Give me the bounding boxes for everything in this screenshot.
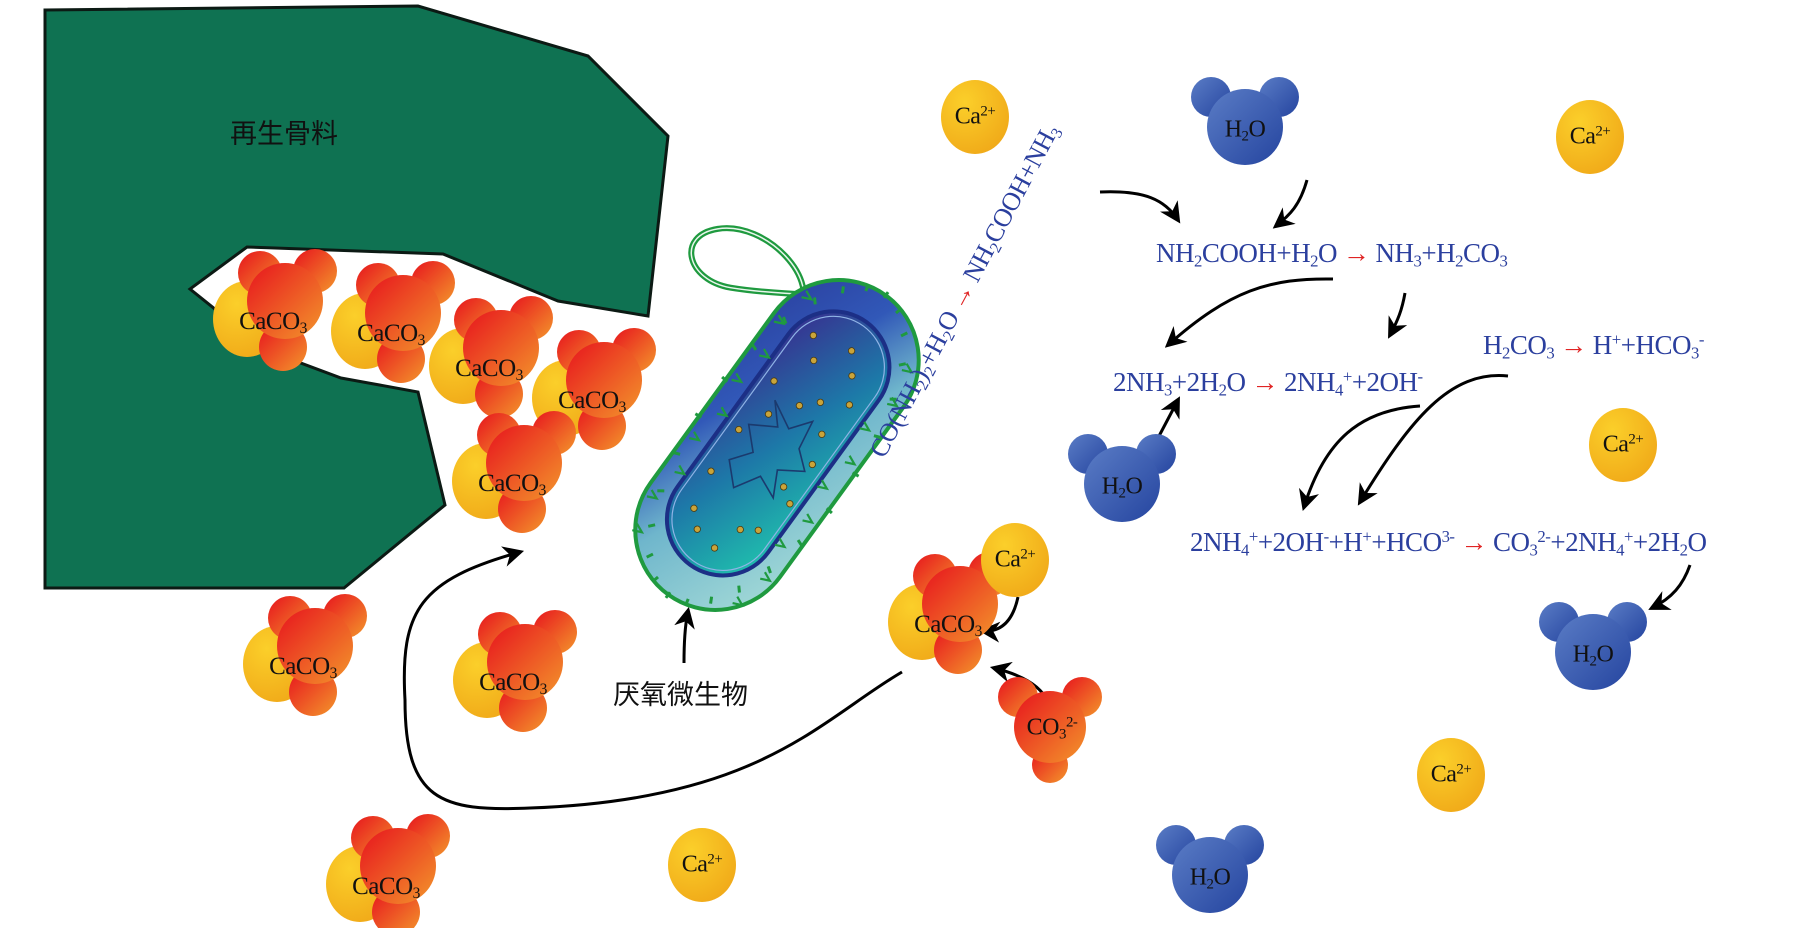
caco3-molecule: [243, 594, 367, 716]
calcium-ion: [1556, 100, 1624, 174]
caco3-label: CaCO3: [914, 610, 982, 641]
calcium-ion: [981, 523, 1049, 597]
equation-carbamate-hydrolysis: NH2COOH+H2O→NH3+H2CO3: [1156, 238, 1508, 272]
arrow-eq2-to-eq3: [1388, 292, 1408, 339]
carbonate-ion-label: CO32-: [1026, 714, 1078, 743]
nucleoid: [728, 399, 815, 501]
caco3-label: CaCO3: [479, 668, 547, 699]
calcium-ion: [1417, 738, 1485, 812]
water-molecule: [1068, 434, 1176, 522]
reaction-arrow-icon: →: [1342, 238, 1370, 268]
equation-reactants: H2CO3: [1483, 330, 1555, 363]
arrow-label-to-microbe: [674, 606, 695, 664]
cell-membrane: [664, 309, 892, 578]
water-molecule-label: H2O: [1189, 864, 1231, 893]
calcium-ion-label: Ca2+: [1602, 431, 1644, 458]
water-molecule-label: H2O: [1572, 641, 1614, 670]
calcium-ion-label: Ca2+: [681, 851, 723, 878]
water-molecule-label: H2O: [1224, 116, 1266, 145]
arrow-water-to-eq2: [1272, 179, 1309, 229]
reaction-arrow-icon: →: [1460, 527, 1488, 558]
calcium-ion-label: Ca2+: [1569, 123, 1611, 150]
equation-products: H++HCO3-: [1592, 330, 1705, 363]
reaction-arrow-icon: →: [1251, 367, 1278, 398]
arrow-water-to-eq4: [1156, 396, 1180, 439]
microbe-label: 厌氧微生物: [613, 680, 748, 711]
arrow-caco3-loop-to-aggregate: [402, 546, 903, 811]
caco3-label: CaCO3: [239, 307, 307, 338]
equation-reactants: 2NH3+2H2O: [1113, 367, 1246, 400]
equation-carbonate-formation: 2NH4++2OH-+H++HCO3-→CO32-+2NH4++2H2O: [1190, 527, 1707, 561]
arrow-eq5-to-water: [1648, 564, 1692, 610]
water-molecule: [1539, 602, 1647, 690]
caco3-molecule: [429, 296, 553, 418]
equation-carbonic-acid-dissociation: H2CO3→H++HCO3-: [1483, 330, 1704, 364]
recycled-aggregate-shape: [43, 4, 670, 590]
equation-reactants: 2NH4++2OH-+H++HCO3-: [1190, 527, 1455, 560]
caco3-label: CaCO3: [478, 469, 546, 500]
calcium-ion: [668, 828, 736, 902]
calcium-ion: [941, 80, 1009, 154]
water-molecule: [1191, 77, 1299, 165]
equation-products: CO32-+2NH4++2H2O: [1493, 527, 1707, 560]
arrow-eq2-to-eq4: [1164, 277, 1334, 348]
equation-products: NH3+H2CO3: [1375, 238, 1508, 271]
water-molecule: [1156, 825, 1264, 913]
arrow-to-carbamate-eq: [1099, 190, 1181, 224]
calcium-ion-label: Ca2+: [994, 546, 1036, 573]
caco3-molecule: [452, 411, 576, 533]
anaerobic-bacterium: [632, 225, 921, 612]
aggregate-label: 再生骨料: [230, 119, 338, 150]
caco3-label: CaCO3: [352, 872, 420, 903]
reaction-arrow-icon: →: [1560, 330, 1587, 361]
arrow-eq4-to-eq5: [1299, 404, 1421, 512]
caco3-label: CaCO3: [357, 319, 425, 350]
equation-ammonia-protonation: 2NH3+2H2O→2NH4++2OH-: [1113, 367, 1423, 401]
caco3-molecule: [326, 814, 450, 928]
water-molecule-label: H2O: [1101, 473, 1143, 502]
caco3-label: CaCO3: [269, 652, 337, 683]
equation-reactants: NH2COOH+H2O: [1156, 238, 1337, 271]
caco3-label: CaCO3: [558, 386, 626, 417]
arrow-eq3-to-eq5: [1357, 374, 1509, 506]
calcium-ion: [1589, 408, 1657, 482]
caco3-molecule: [331, 261, 455, 383]
calcium-ion-label: Ca2+: [954, 103, 996, 130]
caco3-molecule: [453, 610, 577, 732]
calcium-ion-label: Ca2+: [1430, 761, 1472, 788]
equation-products: 2NH4++2OH-: [1283, 367, 1423, 400]
caco3-label: CaCO3: [455, 354, 523, 385]
carbonate-ion: [998, 677, 1102, 783]
caco3-molecule: [213, 249, 337, 371]
